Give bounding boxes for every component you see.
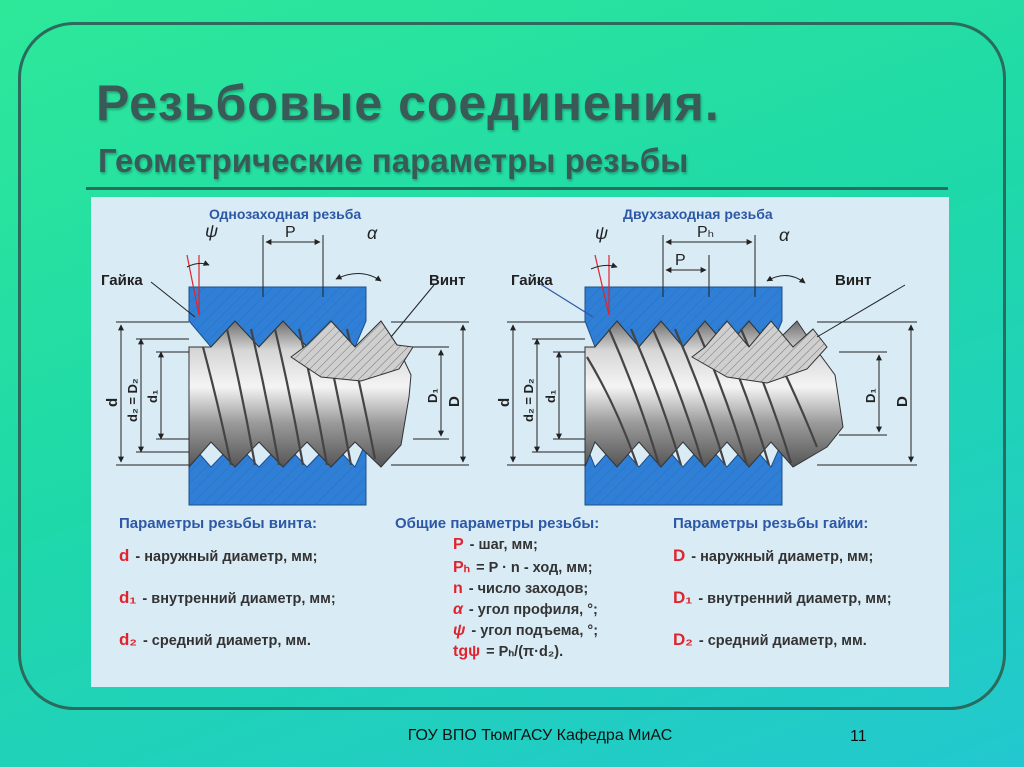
left-psi-label: ψ <box>205 221 218 241</box>
right-D1-label: D₁ <box>863 388 878 403</box>
nut-param-row: D - наружный диаметр, мм; <box>673 546 892 566</box>
left-D1-label: D₁ <box>425 388 440 403</box>
param-symbol: D <box>673 546 686 565</box>
param-symbol: Pₕ <box>453 559 471 576</box>
right-D-label: D <box>894 396 911 407</box>
param-symbol: D₁ <box>673 588 693 607</box>
right-thread-drawing <box>507 235 917 506</box>
common-param-row: ψ - угол подъема, °; <box>453 622 599 640</box>
nut-param-row: D₁ - внутренний диаметр, мм; <box>673 588 892 608</box>
param-text: - наружный диаметр, мм; <box>135 549 318 565</box>
common-param-row: n - число заходов; <box>453 580 599 598</box>
right-nut-label: Гайка <box>511 272 553 289</box>
common-param-row: Pₕ = P · n - ход, мм; <box>453 557 599 577</box>
common-param-row: α - угол профиля, °; <box>453 601 599 619</box>
left-d-label: d <box>104 398 121 407</box>
param-symbol: D₂ <box>673 630 693 649</box>
left-thread-section <box>290 320 414 382</box>
param-symbol: n <box>453 580 463 597</box>
param-text: - число заходов; <box>468 581 589 597</box>
param-text: - угол подъема, °; <box>471 623 599 639</box>
slide-title: Резьбовые соединения. <box>96 75 720 131</box>
right-pitch-label: P <box>675 252 686 269</box>
nut-params: Параметры резьбы гайки: D - наружный диам… <box>673 515 892 672</box>
left-D-label: D <box>446 396 463 407</box>
right-d1-label: d₁ <box>543 390 558 403</box>
left-nut-label: Гайка <box>101 272 143 289</box>
param-symbol: d₁ <box>119 588 137 607</box>
param-text: = P · n - ход, мм; <box>476 560 593 576</box>
left-screw-label: Винт <box>429 272 465 289</box>
param-text: - шаг, мм; <box>469 537 538 553</box>
thread-diagram-panel: Однозаходная резьба Гайка Винт P ψ α d d… <box>91 197 949 687</box>
param-text: - наружный диаметр, мм; <box>691 549 874 565</box>
right-lead-label: Pₕ <box>697 224 714 241</box>
right-heading: Двухзаходная резьба <box>623 206 773 222</box>
screw-param-row: d₁ - внутренний диаметр, мм; <box>119 588 336 608</box>
slide-frame <box>18 22 1006 710</box>
right-alpha-label: α <box>779 225 790 245</box>
left-heading: Однозаходная резьба <box>209 206 361 222</box>
common-params-header: Общие параметры резьбы: <box>395 515 600 532</box>
title-divider <box>86 187 948 190</box>
param-text: - средний диаметр, мм. <box>698 633 867 649</box>
param-text: - внутренний диаметр, мм; <box>142 591 336 607</box>
param-symbol: tgψ <box>453 643 481 660</box>
common-param-row: tgψ = Pₕ/(π·d₂). <box>453 643 599 661</box>
left-thread-drawing <box>116 235 469 506</box>
left-d1-label: d₁ <box>145 390 160 403</box>
left-alpha-label: α <box>367 223 378 243</box>
param-text: = Pₕ/(π·d₂). <box>486 644 564 660</box>
param-symbol: P <box>453 536 464 553</box>
left-d2-label: d₂ = D₂ <box>125 378 140 422</box>
right-d2-label: d₂ = D₂ <box>521 378 536 422</box>
param-text: - внутренний диаметр, мм; <box>698 591 892 607</box>
common-param-row: P - шаг, мм; <box>453 536 599 554</box>
screw-params: Параметры резьбы винта: d - наружный диам… <box>119 515 336 672</box>
screw-param-row: d - наружный диаметр, мм; <box>119 546 336 566</box>
right-screw-label: Винт <box>835 272 871 289</box>
common-params: Общие параметры резьбы: P - шаг, мм; Pₕ = … <box>395 515 599 664</box>
right-d-label: d <box>496 398 513 407</box>
param-symbol: d <box>119 546 130 565</box>
slide-footer: ГОУ ВПО ТюмГАСУ Кафедра МиАС <box>407 727 673 744</box>
param-symbol: α <box>453 601 463 618</box>
slide-subtitle: Геометрические параметры резьбы <box>98 142 689 179</box>
nut-param-row: D₂ - средний диаметр, мм. <box>673 630 892 650</box>
right-psi-label: ψ <box>595 223 608 243</box>
param-text: - средний диаметр, мм. <box>142 633 311 649</box>
thread-diagram: Однозаходная резьба Гайка Винт P ψ α d d… <box>101 206 917 506</box>
param-text: - угол профиля, °; <box>468 602 598 618</box>
right-thread-section <box>691 320 828 384</box>
left-pitch-label: P <box>285 224 296 241</box>
param-symbol: d₂ <box>119 630 137 649</box>
param-symbol: ψ <box>453 622 466 639</box>
screw-param-row: d₂ - средний диаметр, мм. <box>119 630 336 650</box>
nut-params-header: Параметры резьбы гайки: <box>673 515 869 532</box>
page-number: 11 <box>850 728 867 745</box>
screw-params-header: Параметры резьбы винта: <box>119 515 317 532</box>
